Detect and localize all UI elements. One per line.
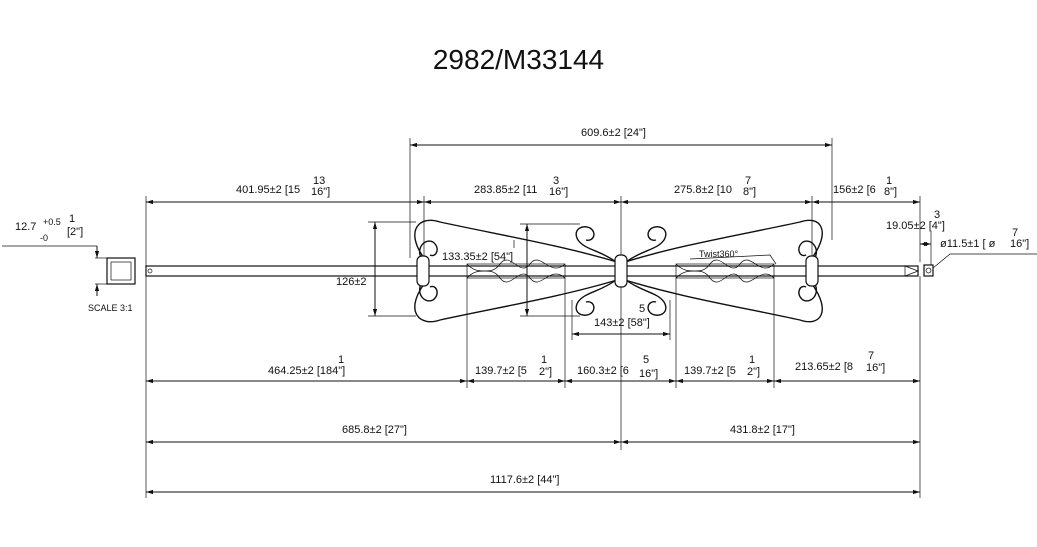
dim-b1-num: 1 <box>338 354 344 366</box>
dim-seg3-den: 8"] <box>743 186 756 198</box>
dim-end-len: 19.05±2 [4"] <box>886 220 945 232</box>
dim-row-bottom-1 <box>145 276 921 498</box>
dim-b2-num: 1 <box>541 354 547 366</box>
scroll-ornament <box>414 219 823 323</box>
dim-seg1-den: 16"] <box>311 186 330 198</box>
dim-overall: 1117.6±2 [44"] <box>490 474 559 486</box>
section-frac-den: [2"] <box>67 226 83 238</box>
dim-inner-width-frac: 5 <box>639 303 645 315</box>
section-tol-minus: -0 <box>40 233 48 243</box>
dim-height <box>368 221 416 317</box>
dim-b4-den: 2"] <box>747 366 760 378</box>
dim-b5-den: 16"] <box>866 362 885 374</box>
dim-b3: 160.3±2 [6 <box>577 365 629 377</box>
dim-seg2: 283.85±2 [11 <box>474 184 537 196</box>
dim-end-dia-den: 16"] <box>1010 238 1029 250</box>
dim-b3-den: 16"] <box>639 368 658 380</box>
dim-b3-num: 5 <box>643 354 649 366</box>
dim-seg4-den: 8"] <box>884 186 897 198</box>
dim-c2: 431.8±2 [17"] <box>730 424 795 436</box>
section-frac-num: 1 <box>69 213 75 225</box>
drawing-title: 2982/M33144 <box>432 44 605 75</box>
main-bar <box>145 264 934 277</box>
dim-end-len-num: 3 <box>934 209 940 221</box>
section-tol-plus: +0.5 <box>43 217 61 227</box>
twist-label: Twist360° <box>699 249 739 259</box>
dim-b4-num: 1 <box>749 354 755 366</box>
dim-seg4-num: 1 <box>886 175 892 187</box>
dim-top-overall-text: 609.6±2 [24"] <box>581 127 646 139</box>
dim-b1: 464.25±2 [184"] <box>268 365 345 377</box>
dim-seg3-num: 7 <box>745 175 751 187</box>
section-square-tube <box>2 245 136 296</box>
dim-b5: 213.65±2 [8 <box>795 361 853 373</box>
dim-b2: 139.7±2 [5 <box>475 365 527 377</box>
dim-b2-den: 2"] <box>539 366 552 378</box>
dim-top-overall <box>409 138 833 258</box>
dim-end-dia: ø11.5±1 [ ø <box>940 238 996 250</box>
dim-b4: 139.7±2 [5 <box>684 365 736 377</box>
dim-seg4: 156±2 [6 <box>833 184 876 196</box>
dim-inner-width: 143±2 [58"] <box>594 317 650 329</box>
dim-height-text: 126±2 <box>336 276 367 288</box>
dim-end-dia-num: 7 <box>1012 227 1018 239</box>
dim-row-top <box>145 196 921 266</box>
dim-twist-len: 133.35±2 [54"] <box>442 251 513 263</box>
dim-c1: 685.8±2 [27"] <box>342 424 407 436</box>
twist-right <box>675 259 775 283</box>
dim-seg3: 275.8±2 [10 <box>674 184 732 196</box>
dim-b5-num: 7 <box>868 350 874 362</box>
dim-seg2-den: 16"] <box>549 186 568 198</box>
scale-label: SCALE 3:1 <box>88 303 133 313</box>
twist-left <box>466 259 566 283</box>
dim-seg2-num: 3 <box>553 175 559 187</box>
dim-seg1: 401.95±2 [15 <box>236 184 300 196</box>
section-size: 12.7 <box>15 221 36 233</box>
dim-seg1-num: 13 <box>313 175 325 187</box>
